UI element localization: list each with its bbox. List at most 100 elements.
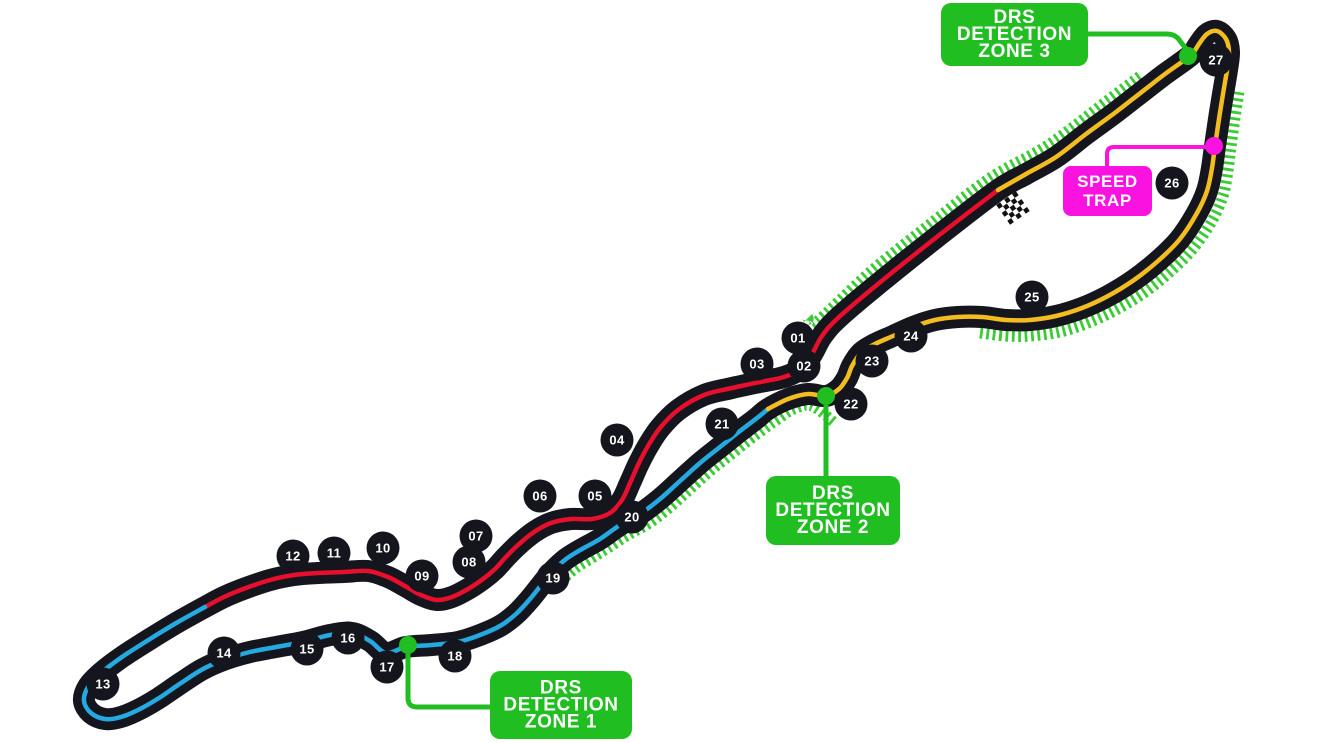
corner-marker-20: 20 <box>615 500 649 534</box>
corner-marker-circle <box>855 344 889 378</box>
flag-cell <box>999 206 1006 213</box>
flag-cell <box>1005 207 1013 215</box>
corner-marker-05: 05 <box>578 479 612 513</box>
corner-marker-circle <box>894 319 928 353</box>
flag-cell <box>1006 200 1014 208</box>
corner-number: 18 <box>447 649 462 664</box>
corner-number: 25 <box>1024 290 1039 305</box>
flag-cell <box>1002 203 1010 211</box>
corner-marker-circle <box>86 667 120 701</box>
drs-zone-1-label-text-line: DETECTION <box>503 695 618 716</box>
drs-zone-3-label-text-line: ZONE 3 <box>978 41 1050 62</box>
corner-marker-circle <box>290 632 324 666</box>
corner-marker-07: 07 <box>459 519 493 553</box>
flag-cell <box>1020 203 1027 210</box>
drs-zone-1-label-box <box>490 671 632 739</box>
corner-number: 08 <box>461 555 476 570</box>
flag-cell <box>1016 205 1024 213</box>
flag-cell <box>1013 201 1021 209</box>
corner-marker-circle <box>1155 166 1189 200</box>
corner-marker-circle <box>405 559 439 593</box>
corner-marker-circle <box>370 650 404 684</box>
flag-cell <box>996 202 1003 209</box>
corner-marker-11: 11 <box>317 536 351 570</box>
drs-zone-3-label-connector <box>1088 31 1189 52</box>
corner-number: 14 <box>216 646 232 661</box>
corner-number: 23 <box>864 354 879 369</box>
corner-marker-circle <box>781 321 815 355</box>
corner-marker-24: 24 <box>894 319 928 353</box>
corner-number: 10 <box>375 541 390 556</box>
corner-number: 06 <box>532 489 547 504</box>
corner-marker-circle <box>207 636 241 670</box>
corner-marker-circle <box>438 639 472 673</box>
track-tarmac <box>72 19 1241 731</box>
corner-marker-13: 13 <box>86 667 120 701</box>
corner-marker-10: 10 <box>366 531 400 565</box>
flag-cell <box>1012 191 1019 198</box>
corner-number: 13 <box>95 677 110 692</box>
corner-marker-circle <box>276 539 310 573</box>
corner-marker-12: 12 <box>276 539 310 573</box>
corner-marker-02: 02 <box>787 349 821 383</box>
corner-marker-08: 08 <box>452 545 486 579</box>
drs-zone-2-label-text-line: DETECTION <box>775 500 890 521</box>
corner-marker-circle <box>705 407 739 441</box>
corner-number: 21 <box>714 417 729 432</box>
corner-marker-17: 17 <box>370 650 404 684</box>
corner-number: 09 <box>414 569 429 584</box>
corner-marker-09: 09 <box>405 559 439 593</box>
flag-cell <box>1011 215 1018 222</box>
corner-marker-18: 18 <box>438 639 472 673</box>
corner-number: 11 <box>327 546 342 561</box>
flag-cell <box>1015 212 1022 220</box>
corner-marker-21: 21 <box>705 407 739 441</box>
corner-marker-circle <box>1199 43 1233 77</box>
corner-marker-circle <box>787 349 821 383</box>
flag-cell <box>1014 195 1022 202</box>
drs-detection-point-1 <box>399 636 417 654</box>
flag-cell <box>1012 208 1020 216</box>
corner-marker-circle <box>459 519 493 553</box>
drs-zone-1-label-connector <box>405 654 490 710</box>
corner-marker-25: 25 <box>1015 280 1049 314</box>
kerb-corniche-sweep <box>979 91 1245 342</box>
drs-detection-point-2 <box>817 387 835 405</box>
corner-marker-14: 14 <box>207 636 241 670</box>
corner-number: 04 <box>609 433 625 448</box>
drs-zone-3-label-text-line: DETECTION <box>957 24 1072 45</box>
corner-number: 22 <box>843 397 858 412</box>
corner-number: 27 <box>1208 53 1223 68</box>
corner-number: 12 <box>285 549 300 564</box>
flag-cell <box>1008 211 1016 219</box>
corner-marker-circle <box>615 500 649 534</box>
flag-cell <box>1000 199 1007 207</box>
flag-cell <box>1004 214 1012 221</box>
corner-marker-circle <box>536 561 570 595</box>
corner-marker-circle <box>331 621 365 655</box>
corner-number: 24 <box>903 329 919 344</box>
speed-trap-label-connector <box>1105 145 1206 166</box>
speed-trap-label-box <box>1063 166 1152 216</box>
corner-number: 26 <box>1164 176 1179 191</box>
drs-zone-1-label-text-line: DRS <box>540 678 582 699</box>
corner-number: 02 <box>796 359 811 374</box>
drs-zone-2-label-text-line: DRS <box>812 483 854 504</box>
corner-marker-circle <box>578 479 612 513</box>
speed-trap-label-text-line: SPEED <box>1077 172 1138 191</box>
drs-detection-point-3 <box>1179 47 1197 65</box>
flag-cell <box>1019 209 1026 217</box>
corner-number: 05 <box>587 489 602 504</box>
drs-zone-2-label-text-line: ZONE 2 <box>797 517 869 538</box>
flag-cell <box>1004 196 1011 204</box>
corner-marker-circle <box>834 387 868 421</box>
corner-marker-22: 22 <box>834 387 868 421</box>
corner-number: 07 <box>468 529 483 544</box>
flag-cell <box>1008 194 1015 201</box>
drs-zone-3-label-text-line: DRS <box>994 7 1036 28</box>
